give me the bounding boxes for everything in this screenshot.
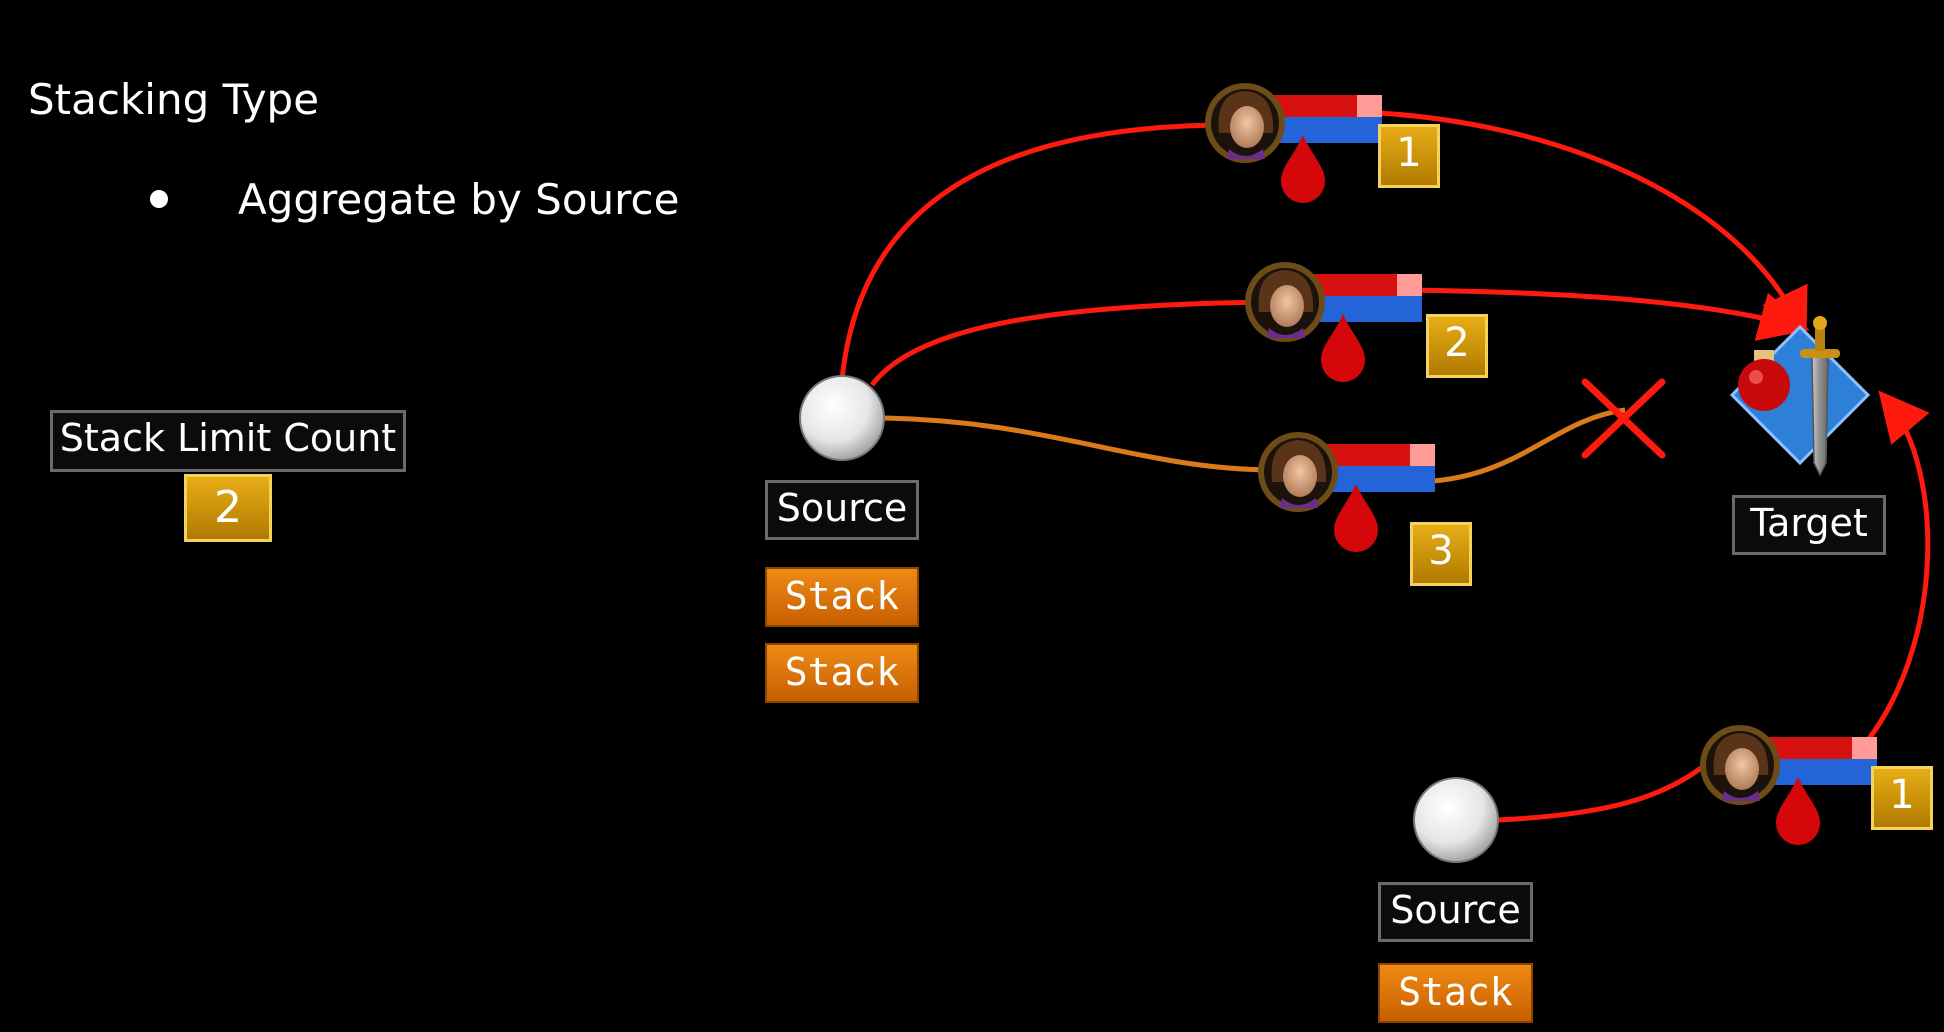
stack-badge-1: Stack	[765, 567, 919, 627]
bullet-dot-icon	[150, 189, 168, 208]
effect-count-badge-1: 1	[1378, 124, 1440, 188]
stack-limit-count-value: 2	[184, 474, 272, 542]
target-label: Target	[1732, 495, 1886, 555]
connector-effect-3-rejected	[879, 415, 1276, 473]
stack-badge-3: Stack	[1378, 963, 1533, 1023]
source-label-2: Source	[1378, 882, 1533, 942]
connector-effect-2-to-target	[1404, 287, 1810, 341]
source-node-2	[1413, 777, 1499, 863]
stack-limit-count-label: Stack Limit Count	[50, 410, 406, 472]
rejected-x-icon	[1581, 378, 1666, 459]
stack-badge-2: Stack	[765, 643, 919, 703]
bullet-text: Aggregate by Source	[238, 175, 680, 224]
connector-effect-1	[839, 122, 1231, 381]
connector-effect-1-to-target	[1359, 109, 1808, 340]
blood-drop-icon	[1334, 484, 1378, 552]
connector-effect-2	[869, 299, 1266, 387]
effect-icon-4	[1700, 725, 1877, 845]
blood-drop-icon	[1321, 314, 1365, 382]
effect-icon-1	[1205, 83, 1382, 203]
stacking-type-heading: Stacking Type	[28, 75, 320, 124]
connector-effect-4	[1497, 763, 1707, 823]
effect-count-badge-3: 3	[1410, 522, 1472, 586]
blood-drop-icon	[1776, 777, 1820, 845]
source-label-1: Source	[765, 480, 919, 540]
blood-drop-icon	[1281, 135, 1325, 203]
effect-icon-2	[1245, 262, 1422, 382]
bullet-item: Aggregate by Source	[150, 170, 679, 230]
source-node-1	[799, 375, 885, 461]
target-icon	[1729, 316, 1871, 477]
connector-effect-3-rejected-tail	[1414, 407, 1626, 485]
connector-effect-4-to-target	[1858, 390, 1931, 752]
effect-count-badge-4: 1	[1871, 766, 1933, 830]
potion-icon	[1738, 350, 1790, 411]
effect-count-badge-2: 2	[1426, 314, 1488, 378]
effect-icon-3	[1258, 432, 1435, 552]
sword-icon	[1800, 316, 1840, 477]
